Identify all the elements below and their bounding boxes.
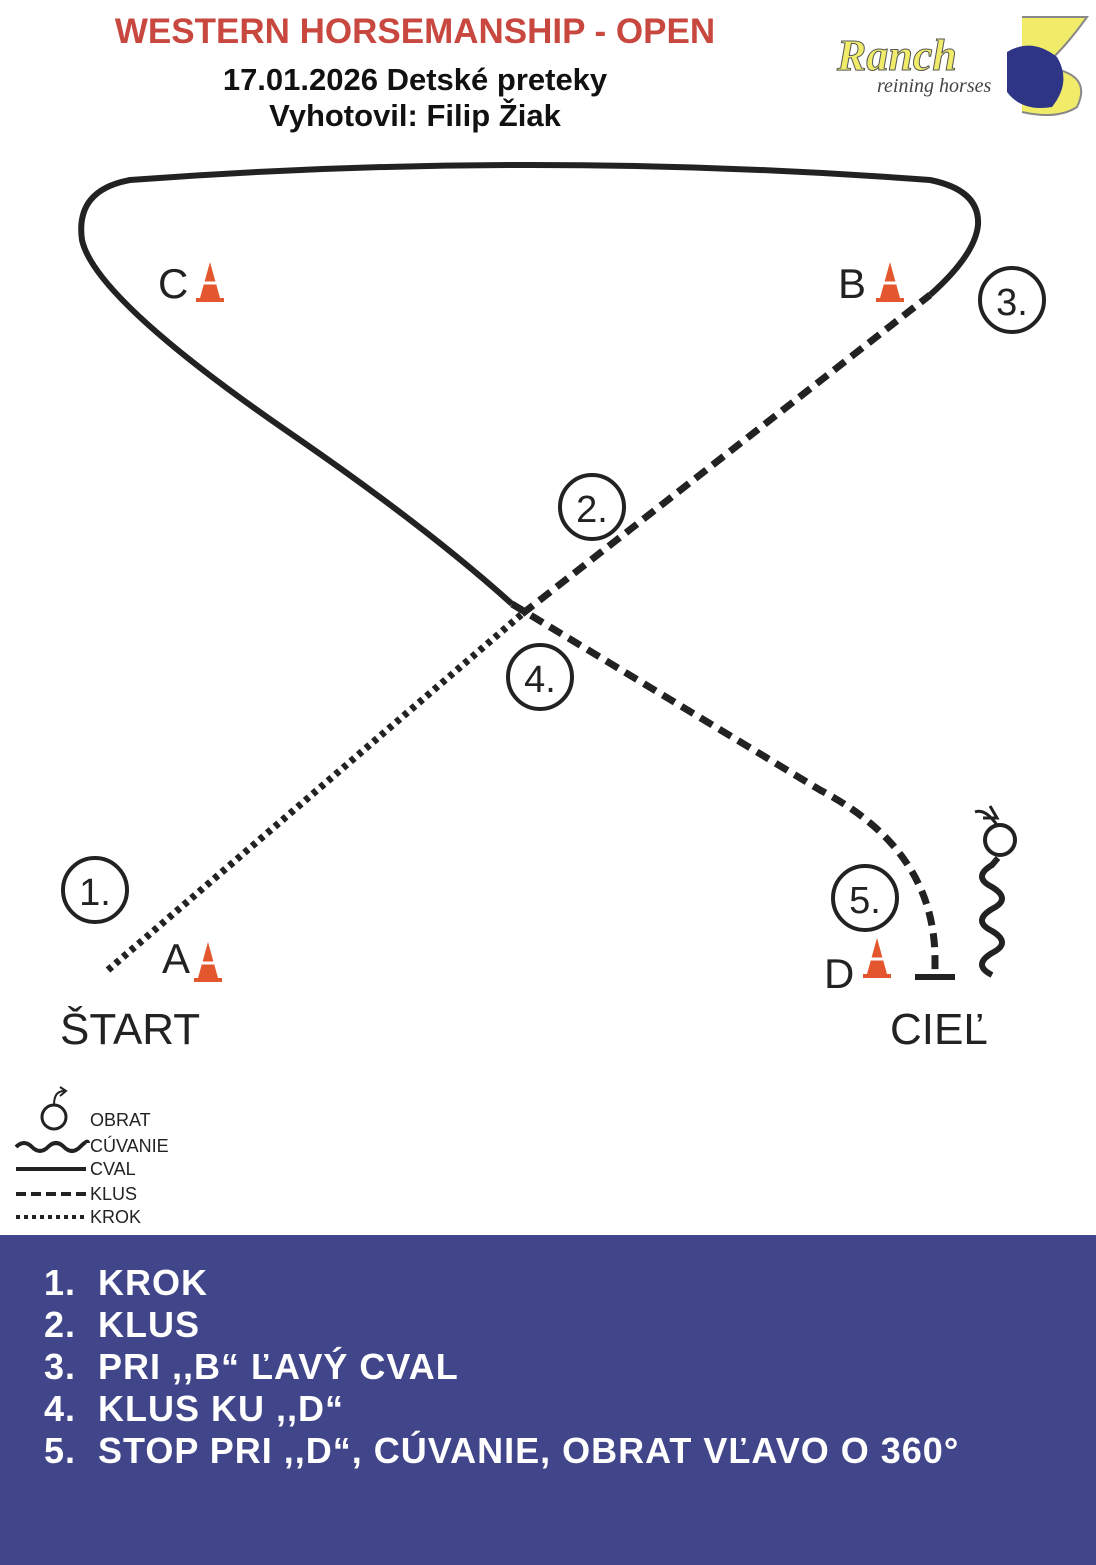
step-3-badge: 3. [978, 266, 1046, 334]
cone-b-icon [876, 262, 904, 302]
marker-a: A [162, 935, 190, 982]
pattern-title: WESTERN HORSEMANSHIP - OPEN [114, 12, 716, 51]
krok-path [105, 611, 525, 973]
marker-c: C [158, 260, 188, 307]
pattern-diagram: C B A D 1. 2. 3. 4. 5. ŠTART CIEĽ [60, 162, 1046, 1054]
legend-klus: KLUS [90, 1184, 137, 1204]
turn-icon [40, 1086, 68, 1131]
legend-cuvanie: CÚVANIE [90, 1135, 169, 1156]
step-5-badge: 5. [831, 864, 899, 932]
klus-path-to-d [510, 601, 939, 975]
svg-text:4.: 4. [524, 659, 556, 701]
cone-c-icon [196, 262, 224, 302]
svg-text:1.: 1. [79, 872, 111, 914]
backup-wavy-icon [979, 856, 1005, 978]
instructions-list: 1.KROK 2.KLUS 3.PRI ,,B“ ĽAVÝ CVAL 4.KLU… [44, 1262, 959, 1472]
svg-text:reining horses: reining horses [877, 75, 991, 97]
wavy-line-icon [14, 1139, 90, 1153]
event-subtitle: 17.01.2026 Detské preteky [222, 62, 608, 97]
ranch-logo: Ranch reining horses [836, 16, 1089, 117]
instruction-item: 3.PRI ,,B“ ĽAVÝ CVAL [44, 1346, 459, 1387]
author-line: Vyhotovil: Filip Žiak [269, 98, 561, 133]
cone-a-icon [194, 942, 222, 982]
svg-text:5.: 5. [849, 880, 881, 922]
svg-text:Ranch: Ranch [836, 31, 957, 80]
instruction-item: 4.KLUS KU ,,D“ [44, 1388, 344, 1429]
cval-path [78, 162, 982, 607]
legend: OBRAT CÚVANIE CVAL KLUS KROK [14, 1086, 169, 1227]
turn-icon [974, 805, 1017, 857]
svg-text:2.: 2. [576, 489, 608, 531]
cone-d-icon [863, 938, 891, 978]
legend-obrat: OBRAT [90, 1110, 151, 1130]
instruction-item: 2.KLUS [44, 1304, 200, 1345]
start-label: ŠTART [60, 1004, 200, 1054]
instruction-item: 1.KROK [44, 1262, 208, 1303]
step-4-badge: 4. [506, 643, 574, 711]
legend-krok: KROK [90, 1207, 141, 1227]
step-1-badge: 1. [61, 856, 129, 924]
marker-b: B [838, 260, 866, 307]
marker-d: D [824, 950, 854, 997]
instructions-panel [0, 1235, 1096, 1565]
step-2-badge: 2. [558, 473, 626, 541]
svg-text:3.: 3. [996, 282, 1028, 324]
legend-cval: CVAL [90, 1159, 136, 1179]
klus-path-to-b [519, 292, 933, 617]
instruction-item: 5.STOP PRI ,,D“, CÚVANIE, OBRAT VĽAVO O … [44, 1430, 960, 1471]
finish-label: CIEĽ [890, 1005, 988, 1054]
